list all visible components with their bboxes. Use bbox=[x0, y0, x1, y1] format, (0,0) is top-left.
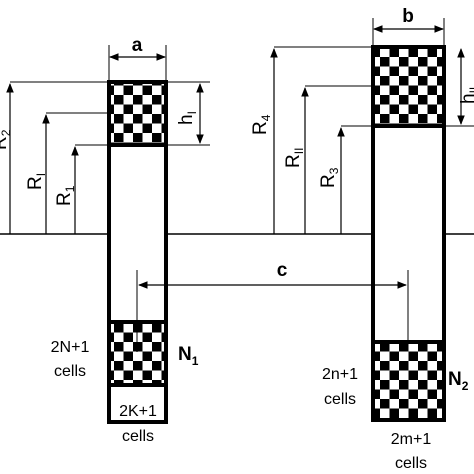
right-radial-cells-line2: cells bbox=[324, 391, 356, 408]
right-radial-cells-line1: 2n+1 bbox=[322, 366, 358, 383]
radius-label-R4: R4 bbox=[250, 114, 273, 135]
dimension-h-II: hII bbox=[446, 48, 474, 127]
height-label-h-I: hI bbox=[176, 111, 199, 125]
left-coil-upper-winding bbox=[107, 80, 168, 147]
right-axial-cells-line1: 2m+1 bbox=[391, 431, 432, 448]
left-axial-cells-line1: 2K+1 bbox=[119, 403, 157, 420]
left-turns-label-N1: N1 bbox=[178, 344, 199, 368]
dimension-h-I: hI bbox=[168, 81, 210, 146]
radius-label-R1: R1 bbox=[54, 185, 77, 206]
right-radius-leaders bbox=[270, 46, 373, 234]
width-label-b: b bbox=[402, 6, 414, 27]
radius-label-RII: RII bbox=[283, 148, 306, 168]
width-label-a: a bbox=[132, 35, 143, 56]
radius-label-R3: R3 bbox=[318, 167, 341, 188]
radius-label-R2: R2 bbox=[0, 129, 13, 150]
left-coil bbox=[107, 80, 168, 424]
right-turns-label-N2: N2 bbox=[448, 369, 469, 393]
right-coil bbox=[371, 45, 446, 422]
dimension-b: b bbox=[372, 6, 445, 45]
separation-label-c: c bbox=[277, 260, 288, 281]
left-radius-leaders bbox=[6, 81, 109, 234]
right-axial-cells-line2: cells bbox=[395, 455, 427, 472]
right-coil-lower-winding bbox=[371, 340, 446, 422]
dimension-a: a bbox=[108, 35, 167, 80]
left-radial-cells-line2: cells bbox=[54, 363, 86, 380]
dimension-c: c bbox=[136, 260, 409, 352]
left-axial-cells-line2: cells bbox=[122, 428, 154, 445]
left-radial-cells-line1: 2N+1 bbox=[51, 339, 90, 356]
right-coil-upper-winding bbox=[371, 45, 446, 128]
radius-label-RI: RI bbox=[25, 173, 48, 190]
height-label-h-II: hII bbox=[458, 87, 474, 104]
